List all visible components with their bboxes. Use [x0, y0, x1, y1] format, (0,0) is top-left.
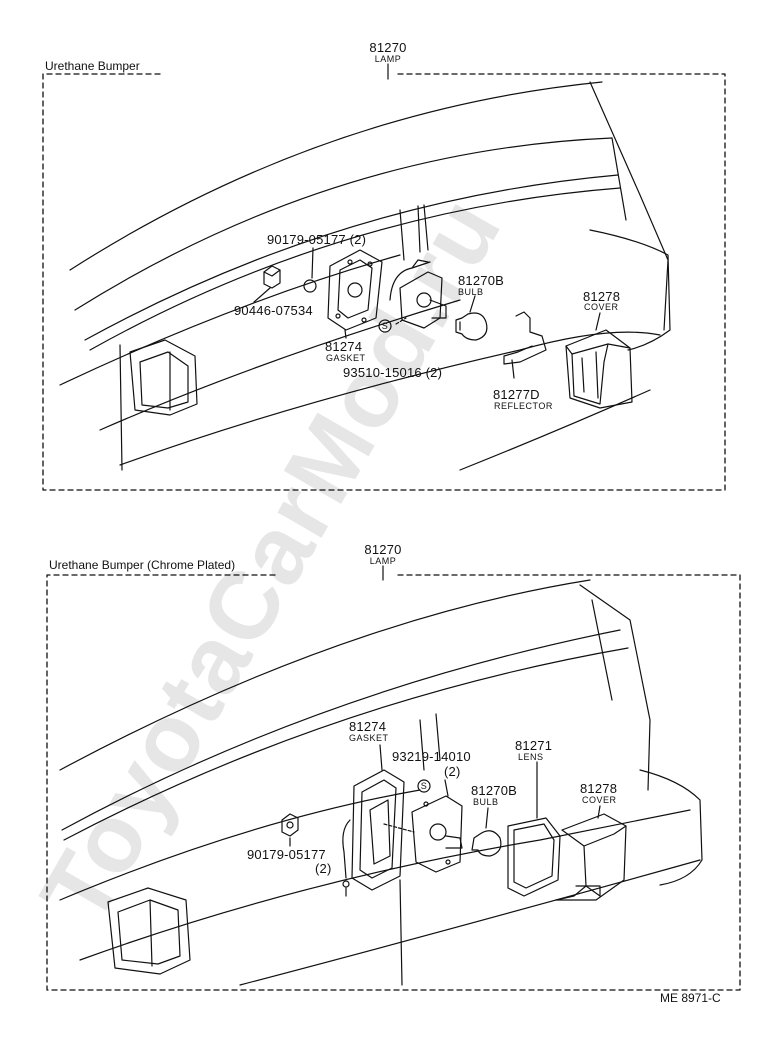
- section-1-title: Urethane Bumper: [45, 59, 140, 73]
- callout-gasket-name-2: GASKET: [349, 733, 389, 743]
- callout-bulb-number-1: 81270B: [458, 273, 505, 288]
- socket-harness-2: [383, 795, 463, 873]
- s-mark-1: S: [381, 321, 389, 331]
- callout-lens-number-2: 81271: [515, 738, 553, 753]
- frame-2: [46, 574, 741, 991]
- section-2-title: Urethane Bumper (Chrome Plated): [49, 558, 236, 572]
- assembly-1-number: 81270: [369, 40, 407, 55]
- gasket-81274-2: [342, 769, 405, 897]
- car-body-2: [59, 579, 703, 986]
- s-mark-circle-1: [378, 319, 392, 333]
- callout-cover-name-2: COVER: [582, 795, 617, 805]
- callout-reflector-name-1: REFLECTOR: [494, 401, 553, 411]
- callout-bulb-number-2: 81270B: [471, 783, 518, 798]
- callout-screw-93510-1: 93510-15016 (2): [343, 365, 443, 380]
- callout-screw-93219-qty-2: (2): [444, 764, 461, 779]
- nut-90179-1: [303, 279, 317, 293]
- callout-gasket-number-2: 81274: [349, 719, 387, 734]
- cover-81278-2: [555, 813, 627, 901]
- callout-reflector-number-1: 81277D: [493, 387, 540, 402]
- assembly-1-name: LAMP: [374, 54, 402, 64]
- lens-81271-2: [507, 817, 561, 897]
- reflector-81277d-1: [503, 311, 547, 379]
- callout-nut-90179-qty-2: (2): [315, 861, 332, 876]
- callout-cover-number-2: 81278: [580, 781, 618, 796]
- callout-cover-number-1: 81278: [583, 289, 621, 304]
- side-marker-lamp-1: [129, 339, 198, 416]
- callout-lens-name-2: LENS: [518, 752, 544, 762]
- callout-cover-name-1: COVER: [584, 302, 619, 312]
- assembly-2-number: 81270: [364, 542, 402, 557]
- callout-nut-90446-1: 90446-07534: [234, 303, 313, 318]
- assembly-2-name: LAMP: [369, 556, 397, 566]
- callout-nut-90179-2: 90179-05177: [247, 847, 326, 862]
- cover-81278-1: [565, 329, 633, 409]
- callout-gasket-number-1: 81274: [325, 339, 363, 354]
- gasket-81274-1: [327, 249, 383, 331]
- nut-90179-2: [281, 813, 299, 837]
- callout-bulb-name-1: BULB: [458, 287, 484, 297]
- bulb-81270b-1: [455, 312, 488, 341]
- bulb-81270b-2: [471, 830, 502, 857]
- s-mark-2: S: [420, 781, 428, 791]
- side-marker-lamp-2: [107, 887, 191, 975]
- callout-bulb-name-2: BULB: [473, 797, 499, 807]
- callout-screw-90179-1: 90179-05177 (2): [267, 232, 367, 247]
- callout-gasket-name-1: GASKET: [326, 353, 366, 363]
- callout-screw-93219-2: 93219-14010: [392, 749, 471, 764]
- nut-90446-1: [263, 265, 281, 289]
- frame-1: [42, 73, 726, 491]
- figure-code: ME 8971-C: [660, 991, 721, 1005]
- s-mark-circle-2: [417, 779, 431, 793]
